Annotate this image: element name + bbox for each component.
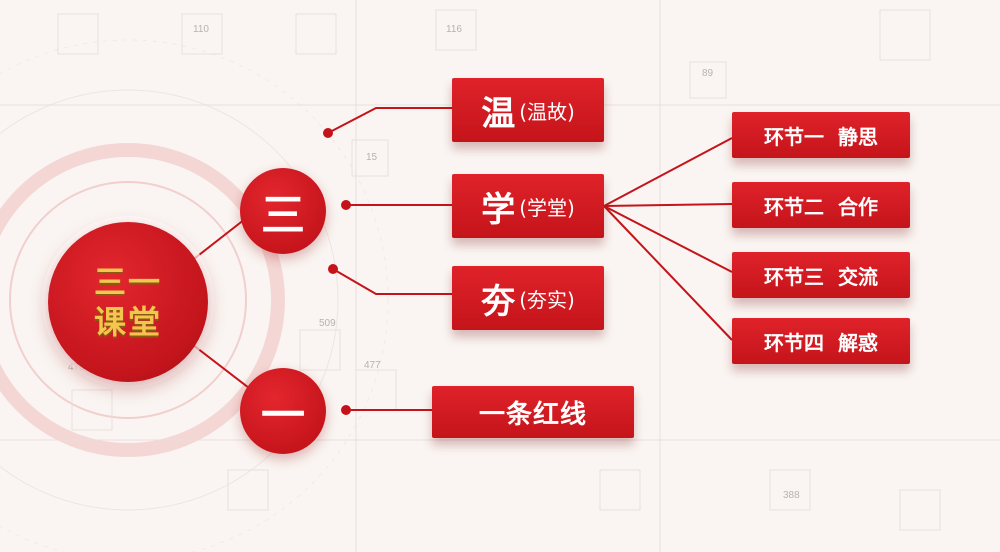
bg-number: 15 — [366, 152, 378, 163]
step-box-3: 环节三 交流 — [732, 252, 910, 298]
connector-dot — [323, 128, 333, 138]
hub-title-line2: 课堂 — [93, 303, 162, 341]
bg-number: 89 — [702, 68, 714, 79]
item-box-hang: 夯 (夯实) — [452, 266, 604, 330]
connector-dot — [341, 405, 351, 415]
step-label: 环节二 合作 — [764, 194, 878, 219]
hub-circle: 三一 课堂 — [48, 222, 208, 382]
bg-number: 477 — [364, 360, 381, 371]
step-box-1: 环节一 静思 — [732, 112, 910, 158]
bg-number: 110 — [193, 24, 209, 35]
item-big: 温 — [481, 93, 516, 134]
red-line-box: 一条红线 — [432, 386, 634, 438]
item-big: 学 — [481, 189, 516, 230]
step-box-2: 环节二 合作 — [732, 182, 910, 228]
item-box-xue: 学 (学堂) — [452, 174, 604, 238]
bg-number: 388 — [783, 490, 800, 501]
step-label: 环节四 解惑 — [764, 330, 878, 355]
bg-number: 116 — [446, 24, 462, 35]
item-small: (学堂) — [519, 195, 575, 220]
connector-dot — [341, 200, 351, 210]
hub-title-line1: 三一 — [93, 263, 162, 301]
node-one: 一 — [240, 368, 326, 454]
item-big: 夯 — [481, 281, 516, 322]
step-label: 环节三 交流 — [764, 264, 878, 289]
bg-number: 509 — [319, 318, 336, 329]
bg-number: 470 — [68, 362, 85, 373]
item-small: (温故) — [519, 99, 575, 124]
step-label: 环节一 静思 — [764, 124, 878, 149]
node-three: 三 — [240, 168, 326, 254]
step-box-4: 环节四 解惑 — [732, 318, 910, 364]
connector-dot — [328, 264, 338, 274]
item-small: (夯实) — [519, 287, 575, 312]
item-box-wen: 温 (温故) — [452, 78, 604, 142]
red-line-label: 一条红线 — [478, 399, 587, 430]
